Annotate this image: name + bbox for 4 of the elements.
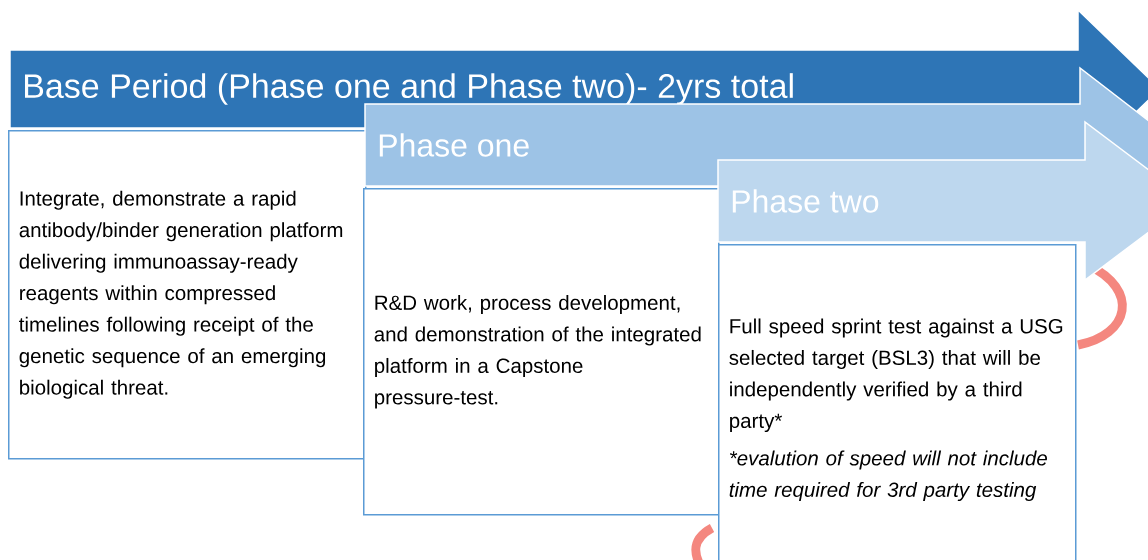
text-box: Integrate, demonstrate a rapid antibody/binder generation platform delivering immunoassay-ready reagents within compressed timelines following receipt of the genetic sequence of an emerging biological threat. [8,130,367,460]
text-box: Full speed sprint test against a USG selected target (BSL3) that will be independently verified by a third party* *evalution of speed will not include time required for 3rd party testing [718,244,1077,560]
arrow-band: Phase two [717,120,1148,282]
text-box: R&D work, process development, and demonstration of the integrated platform in a Capstone pressure-test. [363,188,720,516]
